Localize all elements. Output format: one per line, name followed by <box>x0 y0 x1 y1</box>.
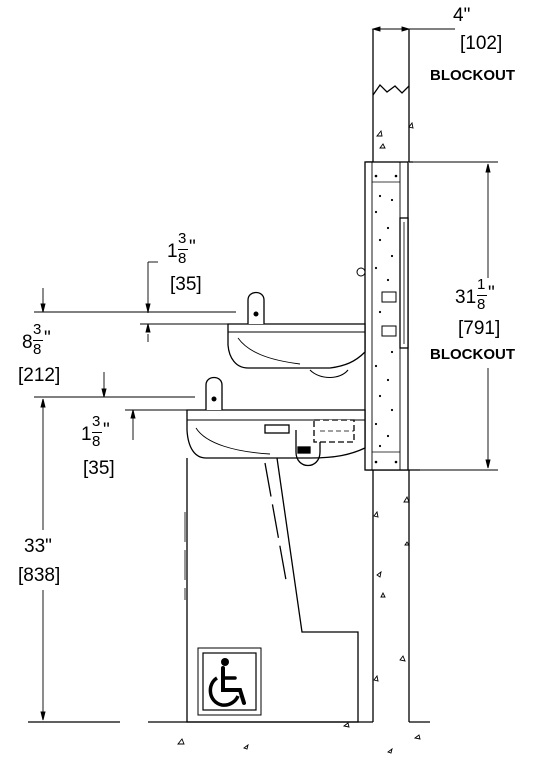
pedestal <box>184 457 359 723</box>
mounting-frame <box>356 161 409 471</box>
upper-offset-mm: [35] <box>170 274 202 295</box>
upper-bubbler <box>247 291 265 324</box>
blockout-width-mm: [102] <box>460 33 503 54</box>
blockout-width-inch: 4" <box>453 5 471 26</box>
concrete-aggregate <box>177 121 421 754</box>
dimension-lines <box>34 26 498 721</box>
upper-fountain <box>227 291 366 379</box>
frame-holes <box>374 174 398 464</box>
accessibility-sign <box>197 647 262 716</box>
blockout-width-label: BLOCKOUT <box>430 67 515 84</box>
lower-offset-mm: [35] <box>83 458 115 479</box>
wheelchair-icon <box>208 658 246 707</box>
lower-bubbler <box>205 376 223 410</box>
floor-height-inch: 33" <box>24 536 52 557</box>
blockout-height-mm: [791] <box>458 318 501 339</box>
floor-height-mm: [838] <box>18 565 61 586</box>
lower-fountain <box>186 376 366 467</box>
blockout-height-label: BLOCKOUT <box>430 346 515 363</box>
bowl-spacing-mm: [212] <box>18 365 61 386</box>
p-trap <box>295 430 321 467</box>
